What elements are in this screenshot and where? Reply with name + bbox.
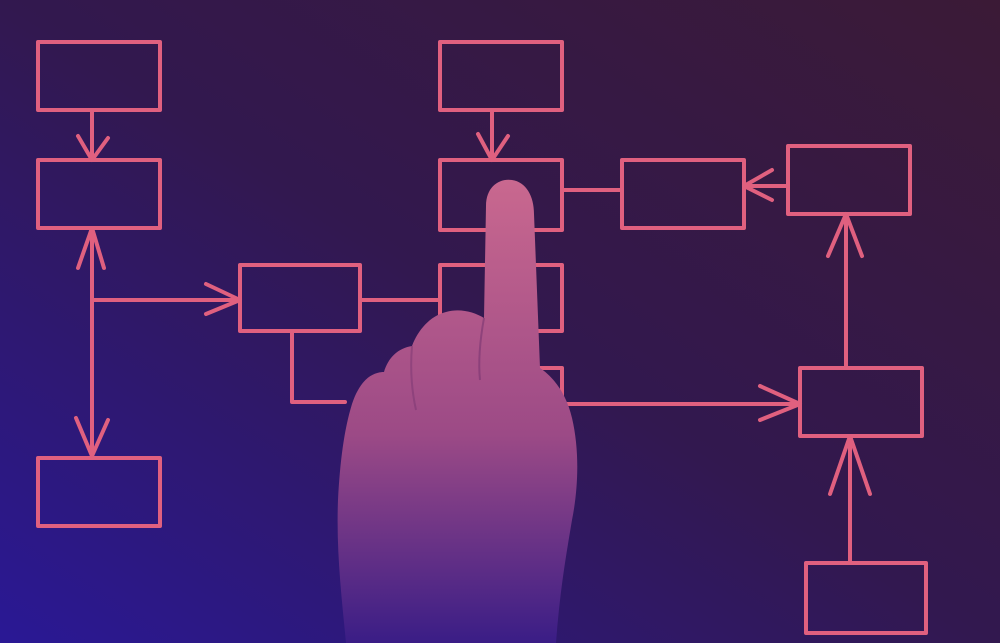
flowchart-box [36, 158, 162, 230]
flowchart-box [786, 144, 912, 216]
flowchart-box [438, 40, 564, 112]
flowchart-box [620, 158, 746, 230]
flowchart-box [36, 456, 162, 528]
flowchart-box [804, 561, 928, 635]
flowchart-box [36, 40, 162, 112]
flowchart-arrows [74, 110, 872, 565]
